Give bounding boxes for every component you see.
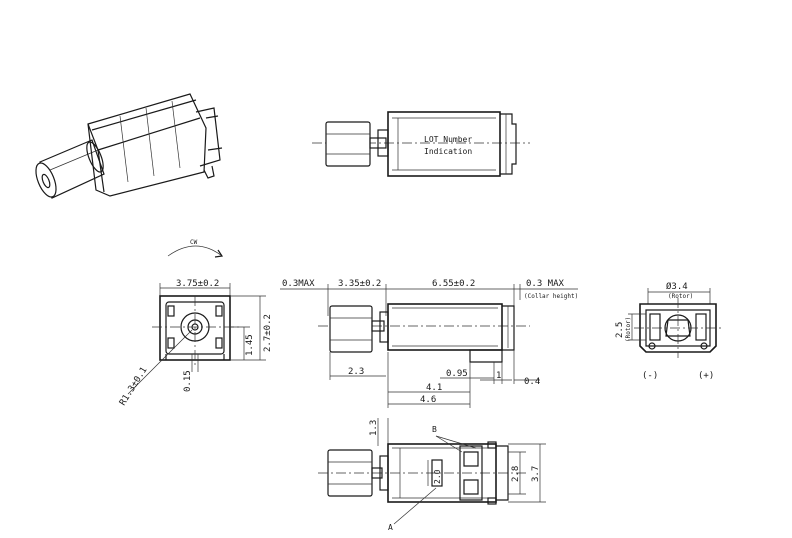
dim-20: 2.0 (433, 469, 442, 484)
side-view: 0.3MAX 3.35±0.2 6.55±0.2 0.3 MAX (Collar… (280, 279, 578, 408)
dim-04: 0.4 (524, 377, 540, 387)
dim-03max-right: 0.3 MAX (526, 279, 565, 289)
dim-phi34: Ø3.4 (666, 281, 688, 292)
dim-27: 2.7±0.2 (263, 314, 273, 352)
bottom-view: 1.3 B A 2.0 (318, 418, 546, 532)
label-b: B (432, 425, 437, 434)
lot-number-indication: Indication (424, 147, 472, 156)
terminal-plus: (+) (698, 371, 714, 381)
dim-095: 0.95 (446, 369, 468, 379)
rotation-direction: CW (190, 239, 198, 246)
dim-13: 1.3 (369, 420, 379, 436)
dim-1: 1 (496, 371, 501, 381)
rear-end-view: Ø3.4 (Rotor) 2.5 (Rotor) (-) (+) (615, 281, 722, 381)
dim-46: 4.6 (420, 395, 436, 405)
dim-145: 1.45 (245, 334, 255, 356)
terminal-minus: (-) (642, 371, 658, 381)
rotor-note-small: (Rotor) (625, 317, 632, 342)
collar-height-note: (Collar height) (524, 293, 578, 300)
dim-41: 4.1 (426, 383, 442, 393)
dim-37: 3.7 (531, 466, 541, 482)
dim-015: 0.15 (183, 370, 193, 392)
dim-23: 2.3 (348, 367, 364, 377)
lot-number-label: LOT Number (424, 135, 472, 144)
label-a: A (388, 523, 393, 532)
dim-03max: 0.3MAX (282, 279, 315, 289)
top-view: LOT Number Indication (312, 111, 530, 177)
isometric-view (35, 93, 223, 199)
dim-radius: R1.3±0.1 (118, 366, 149, 408)
dim-655: 6.55±0.2 (432, 279, 475, 289)
dim-width-375: 3.75±0.2 (176, 279, 219, 289)
front-end-view: CW 3.75±0.2 R1.3±0.1 0.15 1.45 (118, 239, 273, 408)
dim-25: 2.5 (615, 322, 625, 338)
rotor-note: (Rotor) (668, 293, 693, 300)
dim-335: 3.35±0.2 (338, 279, 381, 289)
dim-28: 2.8 (511, 466, 521, 482)
